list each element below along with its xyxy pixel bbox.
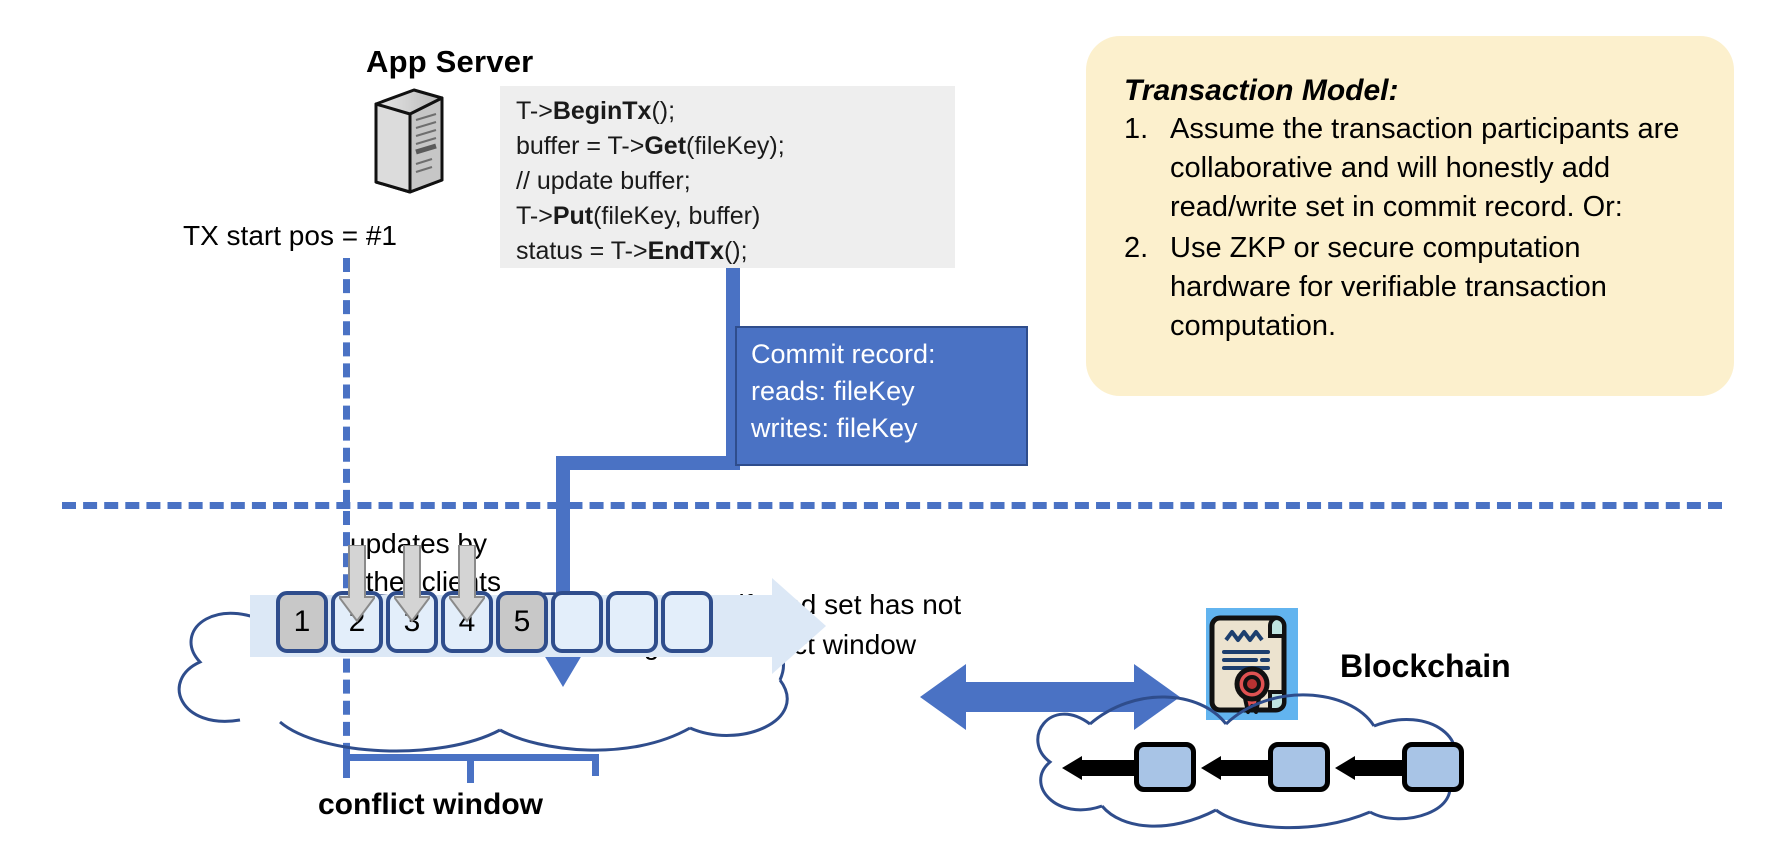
other-client-update-arrow-icon bbox=[392, 544, 432, 623]
blockchain-link-arrow-icon bbox=[1062, 756, 1139, 780]
log-block[interactable] bbox=[661, 591, 713, 653]
conflict-window-label: conflict window bbox=[318, 788, 543, 821]
list-text: Use ZKP or secure computation hardware f… bbox=[1170, 232, 1607, 342]
commit-record-writes: writes: fileKey bbox=[751, 413, 918, 443]
app-server-title: App Server bbox=[366, 44, 534, 79]
blockchain-block[interactable] bbox=[1268, 742, 1330, 792]
server-tower-icon bbox=[370, 84, 448, 196]
code-snippet-block: T->BeginTx(); buffer = T->Get(fileKey); … bbox=[500, 86, 955, 268]
commit-record-reads: reads: fileKey bbox=[751, 376, 915, 406]
code-line: status = T->EndTx(); bbox=[516, 237, 748, 265]
bidirectional-sync-arrow-icon bbox=[920, 660, 1180, 734]
transaction-model-item: 1. Assume the transaction participants a… bbox=[1124, 110, 1704, 227]
log-strip-arrow-icon bbox=[772, 578, 826, 674]
other-client-update-arrow-icon bbox=[447, 544, 487, 623]
code-line: T->BeginTx(); bbox=[516, 97, 676, 125]
blockchain-link-arrow-icon bbox=[1335, 756, 1407, 780]
commit-record-title: Commit record: bbox=[751, 339, 936, 369]
log-block[interactable]: 5 bbox=[496, 591, 548, 653]
tx-start-position-label: TX start pos = #1 bbox=[183, 220, 397, 251]
transaction-model-callout: Transaction Model: 1. Assume the transac… bbox=[1086, 36, 1734, 396]
blockchain-link-arrow-icon bbox=[1201, 756, 1273, 780]
log-block[interactable] bbox=[551, 591, 603, 653]
list-text: Assume the transaction participants are … bbox=[1170, 113, 1680, 223]
list-marker: 2. bbox=[1124, 232, 1149, 264]
conflict-window-brace bbox=[343, 754, 599, 776]
list-marker: 1. bbox=[1124, 113, 1149, 145]
other-client-update-arrow-icon bbox=[337, 544, 377, 623]
code-line: // update buffer; bbox=[516, 167, 691, 195]
log-block[interactable] bbox=[606, 591, 658, 653]
code-line: buffer = T->Get(fileKey); bbox=[516, 132, 785, 160]
log-block[interactable]: 1 bbox=[276, 591, 328, 653]
certificate-contract-icon bbox=[1206, 608, 1298, 720]
blockchain-block[interactable] bbox=[1402, 742, 1464, 792]
transaction-model-item: 2. Use ZKP or secure computation hardwar… bbox=[1124, 229, 1704, 346]
conflict-window-brace-tick bbox=[467, 761, 474, 783]
transaction-model-title: Transaction Model: bbox=[1124, 74, 1399, 107]
commit-connector-segment bbox=[556, 456, 740, 470]
blockchain-block[interactable] bbox=[1134, 742, 1196, 792]
blockchain-label: Blockchain bbox=[1340, 648, 1511, 684]
tx-start-vertical-dashed-line bbox=[343, 258, 350, 778]
code-line: T->Put(fileKey, buffer) bbox=[516, 202, 761, 230]
commit-record-box: Commit record: reads: fileKey writes: fi… bbox=[735, 326, 1028, 466]
blockchain-cloud-outline bbox=[1030, 680, 1460, 830]
section-divider-dashed-line bbox=[62, 502, 1722, 509]
